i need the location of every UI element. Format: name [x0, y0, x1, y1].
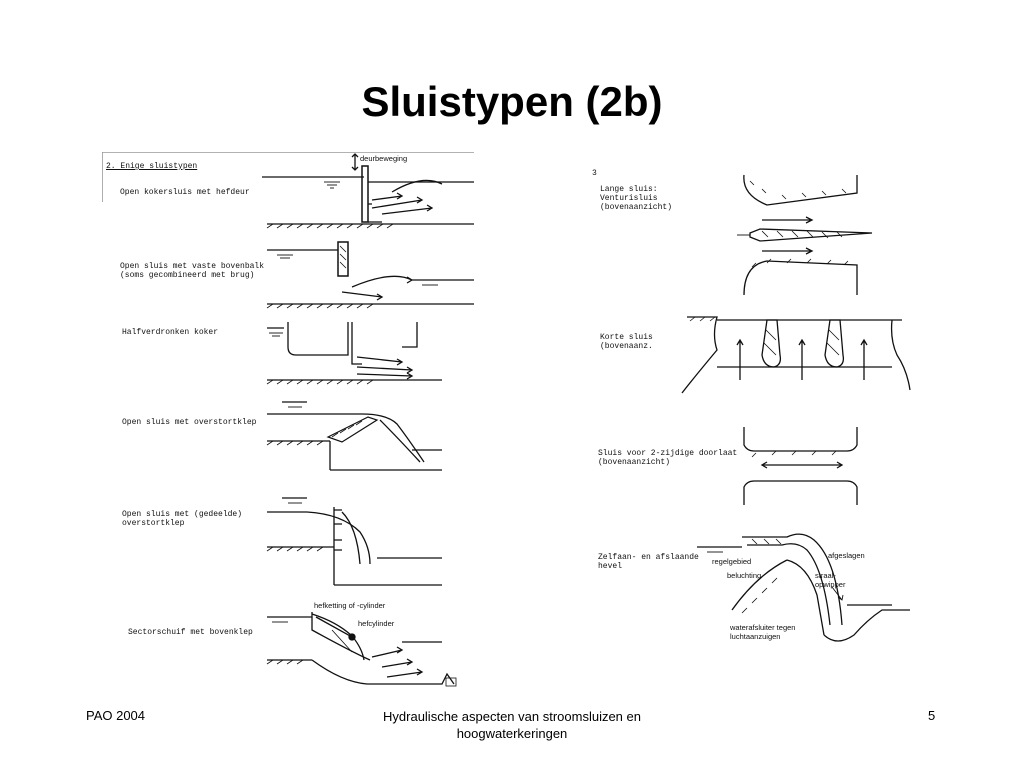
- label-venturisluis: Lange sluis: Venturisluis (bovenaanzicht…: [600, 185, 673, 212]
- annotation-straalopwipper: straal- opwipper: [815, 571, 846, 589]
- left-section-heading: 2. Enige sluistypen: [106, 162, 198, 171]
- left-scanned-figure: 2. Enige sluistypen Open kokersluis met …: [102, 152, 474, 692]
- footer-center-text: Hydraulische aspecten van stroomsluizen …: [383, 709, 641, 741]
- left-diagram-drawings: [102, 152, 474, 687]
- label-sectorschuif: Sectorschuif met bovenklep: [128, 628, 253, 637]
- right-page-mark: 3: [592, 169, 597, 178]
- annotation-beluchting: beluchting: [727, 571, 762, 580]
- right-diagram-drawings: [681, 174, 911, 642]
- footer-left-text: PAO 2004: [86, 708, 146, 723]
- diagram-kokersluis-hefdeur: [262, 153, 474, 229]
- right-scanned-figure: 3 Lange sluis: Venturisluis (bovenaanzic…: [592, 165, 912, 655]
- diagram-gedeelde-overstortklep: [266, 497, 442, 586]
- annotation-hefcylinder: hefcylinder: [358, 619, 395, 628]
- label-halfverdronken-koker: Halfverdronken koker: [122, 328, 219, 337]
- label-overstortklep: Open sluis met overstortklep: [122, 418, 257, 427]
- diagram-halfverdronken-koker: [266, 322, 442, 385]
- page-number: 5: [928, 708, 936, 723]
- label-hevel: Zelfaan- en afslaande hevel: [598, 553, 699, 571]
- annotation-deurbeweging: deurbeweging: [360, 154, 408, 163]
- annotation-afgeslagen: afgeslagen: [828, 551, 865, 560]
- diagram-sectorschuif: [266, 612, 457, 687]
- diagram-korte-sluis: [681, 316, 911, 394]
- diagram-2-zijdige-doorlaat: [743, 427, 858, 505]
- label-vaste-bovenbalk: Open sluis met vaste bovenbalk (soms gec…: [120, 262, 265, 280]
- slide-title: Sluistypen (2b): [361, 78, 663, 125]
- annotation-waterafsluiter: waterafsluiter tegen luchtaanzuigen: [730, 623, 796, 641]
- diagram-overstortklep: [266, 401, 442, 471]
- annotation-regelgebied: regelgebied: [712, 557, 752, 566]
- diagram-vaste-bovenbalk: [266, 241, 474, 309]
- label-kokersluis-hefdeur: Open kokersluis met hefdeur: [120, 188, 250, 197]
- label-2-zijdige-doorlaat: Sluis voor 2-zijdige doorlaat (bovenaanz…: [598, 449, 738, 467]
- annotation-hefketting: hefketting of -cylinder: [314, 601, 386, 610]
- label-gedeelde-overstortklep: Open sluis met (gedeelde) overstortklep: [122, 510, 243, 528]
- label-korte-sluis: Korte sluis (bovenaanz.: [600, 333, 653, 351]
- diagram-hevel: [697, 533, 910, 642]
- diagram-venturisluis: [737, 174, 873, 296]
